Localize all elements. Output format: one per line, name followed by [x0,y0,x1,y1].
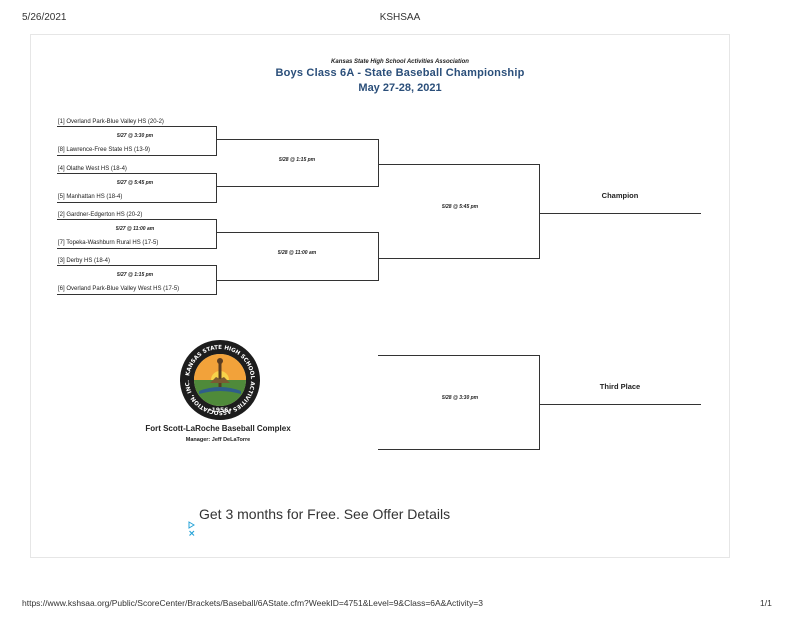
game-time-final: 5/28 @ 5:45 pm [441,204,479,210]
venue-manager: Manager: Jeff DeLaTorre [185,437,251,443]
bracket-line [216,173,217,202]
bracket-line [539,164,540,258]
bracket-line [378,139,379,186]
champion-line [539,213,701,214]
game-time-qf4: 5/27 @ 1:15 pm [116,272,154,278]
champion-label: Champion [601,191,639,200]
logo-year: •1956• [208,407,232,414]
page-number: 1/1 [760,598,772,608]
kshsaa-logo: KANSAS STATE HIGH SCHOOL ACTIVITIES ASSO… [180,340,260,420]
game-time-qf1: 5/27 @ 3:30 pm [116,133,154,139]
bracket-line [216,126,217,155]
bracket-dates: May 27-28, 2021 [358,82,442,94]
venue-name: Fort Scott-LaRoche Baseball Complex [145,424,291,433]
bracket-line [57,173,217,174]
bracket-line [216,139,379,140]
bracket-line [216,265,217,294]
bracket-line [57,294,217,295]
third-place-line [539,404,701,405]
game-time-qf2: 5/27 @ 5:45 pm [116,180,154,186]
team-slot-7: [7] Topeka-Washburn Rural HS (17-5) [58,240,159,246]
bracket-line [378,164,540,165]
bracket-title: Boys Class 6A - State Baseball Champions… [275,67,525,79]
bracket-line [539,355,540,449]
bracket-line [216,280,379,281]
third-place-label: Third Place [599,382,641,391]
team-slot-2: [2] Gardner-Edgerton HS (20-2) [58,212,143,218]
team-slot-3: [3] Derby HS (18-4) [58,258,111,264]
print-date: 5/26/2021 [22,12,67,23]
page-title: KSHSAA [379,12,421,23]
bracket-line [57,126,217,127]
org-name: Kansas State High School Activities Asso… [331,59,469,65]
bracket-line [378,232,379,280]
team-slot-4: [4] Olathe West HS (18-4) [58,166,127,172]
bracket-line [216,232,379,233]
game-time-sf2: 5/28 @ 11:00 am [277,250,317,256]
team-slot-5: [5] Manhattan HS (18-4) [58,194,123,200]
team-slot-8: [8] Lawrence-Free State HS (13-9) [58,147,151,153]
game-time-third: 5/28 @ 3:30 pm [441,395,479,401]
ad-text[interactable]: Get 3 months for Free. See Offer Details [199,506,451,522]
bracket-line [378,449,540,450]
bracket-line [57,219,217,220]
bracket-sheet [30,34,730,558]
page-url: https://www.kshsaa.org/Public/ScoreCente… [22,598,483,608]
bracket-line [57,155,217,156]
bracket-line [216,186,379,187]
team-slot-6: [6] Overland Park-Blue Valley West HS (1… [58,286,180,292]
game-time-qf3: 5/27 @ 11:00 am [115,226,155,232]
bracket-line [57,248,217,249]
bracket-line [57,202,217,203]
game-time-sf1: 5/28 @ 1:15 pm [278,157,316,163]
bracket-line [378,258,540,259]
team-slot-1: [1] Overland Park-Blue Valley HS (20-2) [58,119,164,125]
adchoices-icon[interactable] [188,521,196,537]
bracket-line [57,265,217,266]
bracket-line [378,355,540,356]
bracket-line [216,219,217,248]
